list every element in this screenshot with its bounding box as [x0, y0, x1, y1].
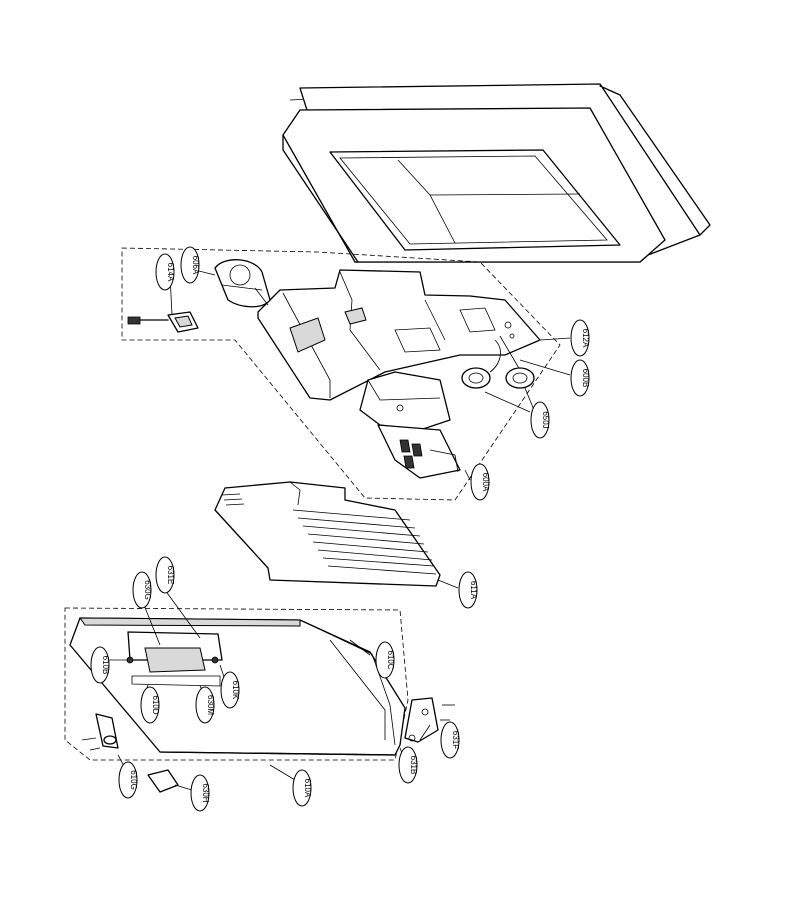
door-handle: [126, 631, 223, 687]
callout-650j: 650J: [530, 401, 550, 439]
top-cover-panel: [282, 83, 711, 263]
callout-label: 650J: [541, 411, 550, 428]
chassis-frame: [257, 269, 541, 401]
heatsink-tray: [214, 481, 441, 587]
callout-label: 631F: [451, 731, 460, 749]
callout-label: 600A: [481, 473, 490, 492]
callout-label: 630M: [206, 695, 215, 715]
transformer-part: [359, 371, 461, 479]
callout-610a: 610A: [292, 769, 312, 807]
callout-612a: 612A: [570, 319, 590, 357]
hinge-bracket: [404, 697, 455, 743]
callout-610b: 610B: [90, 646, 110, 684]
callout-611a: 611A: [458, 571, 478, 609]
callout-631f: 631F: [440, 721, 460, 759]
callout-label: 631E: [166, 566, 175, 585]
callout-label: 611A: [469, 581, 478, 600]
callout-label: 614A: [166, 263, 175, 282]
group-boundary-upper: [121, 247, 561, 501]
callout-631e: 631E: [155, 556, 175, 594]
callout-610c: 610C: [375, 641, 395, 679]
callout-614a: 614A: [155, 253, 175, 291]
callout-631b: 631B: [398, 746, 418, 784]
callout-label: 612A: [581, 329, 590, 348]
callout-label: 610C: [386, 650, 395, 669]
knob-part: [147, 769, 179, 793]
hinge-left: [81, 713, 119, 751]
callout-610d: 610D: [140, 686, 160, 724]
callout-610k: 610K: [220, 671, 240, 709]
callout-label: 631B: [409, 756, 418, 775]
callout-label: 610B: [101, 656, 110, 675]
callout-label: 610A: [303, 779, 312, 798]
callout-label: 610G: [129, 770, 138, 790]
callout-label: 630H: [201, 783, 210, 802]
callout-label: 630G: [143, 580, 152, 600]
switch-part: [127, 311, 199, 333]
callout-600a: 600A: [470, 463, 490, 501]
callout-610g: 610G: [118, 761, 138, 799]
callout-label: 606A: [191, 256, 200, 275]
callout-630g: 630G: [132, 571, 152, 609]
vent-slots: [221, 493, 437, 575]
callout-label: 600B: [581, 369, 590, 388]
leader-lines: [108, 269, 571, 791]
motor-part: [214, 259, 271, 308]
callout-label: 610D: [151, 695, 160, 714]
callout-606a: 606A: [180, 246, 200, 284]
callout-630h: 630H: [190, 774, 210, 812]
callout-630m: 630M: [195, 686, 215, 724]
callout-label: 610K: [231, 681, 240, 700]
callout-600b: 600B: [570, 359, 590, 397]
rubber-feet: [461, 367, 535, 413]
